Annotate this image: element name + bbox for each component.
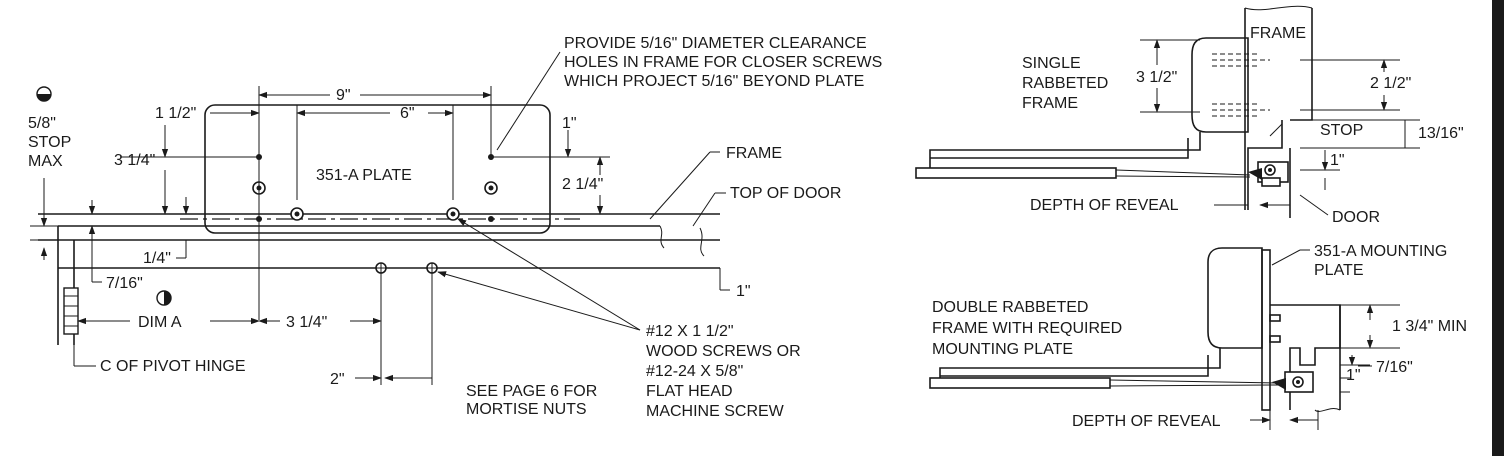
dim-a-label: DIM A — [138, 314, 182, 331]
door-label: DOOR — [1332, 209, 1380, 226]
screws-note-2: WOOD SCREWS OR — [646, 343, 801, 360]
stop-label-right: STOP — [1320, 122, 1363, 139]
frame-label-right: FRAME — [1250, 25, 1306, 42]
stop-label-2: STOP — [28, 134, 71, 151]
depth-of-reveal-1: DEPTH OF REVEAL — [1030, 197, 1179, 214]
single-rabbeted-frame-view: SINGLE RABBETED FRAME 3 1/2" FRAME 2 1/2… — [915, 5, 1464, 226]
dim-2-1-4: 2 1/4" — [562, 176, 603, 193]
dim-3-1-4-b: 3 1/4" — [286, 314, 327, 331]
dim-1-3-4-min: 1 3/4" MIN — [1392, 318, 1467, 335]
dim-6: 6" — [400, 105, 415, 122]
see-page-note-2: MORTISE NUTS — [466, 401, 587, 418]
dim-7-16-right: 7/16" — [1376, 359, 1413, 376]
dim-1-top: 1" — [562, 115, 577, 132]
dim-13-16: 13/16" — [1418, 125, 1464, 142]
screws-note-5: MACHINE SCREW — [646, 403, 785, 420]
top-of-door-label: TOP OF DOOR — [730, 185, 841, 202]
stop-label-3: MAX — [28, 153, 63, 170]
plate-screw-holes — [252, 154, 498, 222]
screws-note-1: #12 X 1 1/2" — [646, 323, 734, 340]
single-rabbeted-label-3: FRAME — [1022, 95, 1078, 112]
clearance-note-line-3: WHICH PROJECT 5/16" BEYOND PLATE — [564, 73, 864, 90]
mounting-plate-label-2: PLATE — [1314, 262, 1364, 279]
dim-1-1-2: 1 1/2" — [155, 105, 196, 122]
pivot-hinge — [63, 287, 79, 335]
mounting-plate-label-1: 351-A MOUNTING — [1314, 243, 1447, 260]
double-rabbeted-frame-view: 351-A MOUNTING PLATE DOUBLE RABBETED FRA… — [929, 243, 1467, 430]
double-rabbeted-label-1: DOUBLE RABBETED — [932, 299, 1088, 316]
see-page-note-1: SEE PAGE 6 FOR — [466, 383, 597, 400]
dim-7-16: 7/16" — [106, 275, 143, 292]
depth-of-reveal-2: DEPTH OF REVEAL — [1072, 413, 1221, 430]
single-rabbeted-label-2: RABBETED — [1022, 75, 1108, 92]
single-rabbeted-label-1: SINGLE — [1022, 55, 1081, 72]
mounting-plate-outline — [204, 104, 551, 234]
plate-label: 351-A PLATE — [316, 167, 412, 184]
dim-1-4: 1/4" — [143, 250, 171, 267]
dim-3-1-4: 3 1/4" — [114, 152, 155, 169]
frame-label: FRAME — [726, 145, 782, 162]
dim-1-right-top: 1" — [1330, 152, 1345, 169]
plate-layout-view: PROVIDE 5/16" DIAMETER CLEARANCE HOLES I… — [28, 35, 882, 420]
clearance-note-line-1: PROVIDE 5/16" DIAMETER CLEARANCE — [564, 35, 867, 52]
screws-note-4: FLAT HEAD — [646, 383, 733, 400]
pivot-hinge-label: C OF PIVOT HINGE — [100, 358, 246, 375]
dim-1-right: 1" — [736, 283, 751, 300]
dim-2-1-2: 2 1/2" — [1370, 75, 1411, 92]
dim-1-right-bottom: 1" — [1346, 367, 1361, 384]
dim-9: 9" — [336, 87, 351, 104]
stop-label-1: 5/8" — [28, 115, 56, 132]
double-rabbeted-label-3: MOUNTING PLATE — [932, 341, 1073, 358]
page-edge-bar — [1492, 0, 1504, 456]
dim-3-1-2: 3 1/2" — [1136, 69, 1177, 86]
dim-2: 2" — [330, 371, 345, 388]
screws-note-3: #12-24 X 5/8" — [646, 363, 743, 380]
double-rabbeted-label-2: FRAME WITH REQUIRED — [932, 320, 1122, 337]
clearance-note-line-2: HOLES IN FRAME FOR CLOSER SCREWS — [564, 54, 882, 71]
